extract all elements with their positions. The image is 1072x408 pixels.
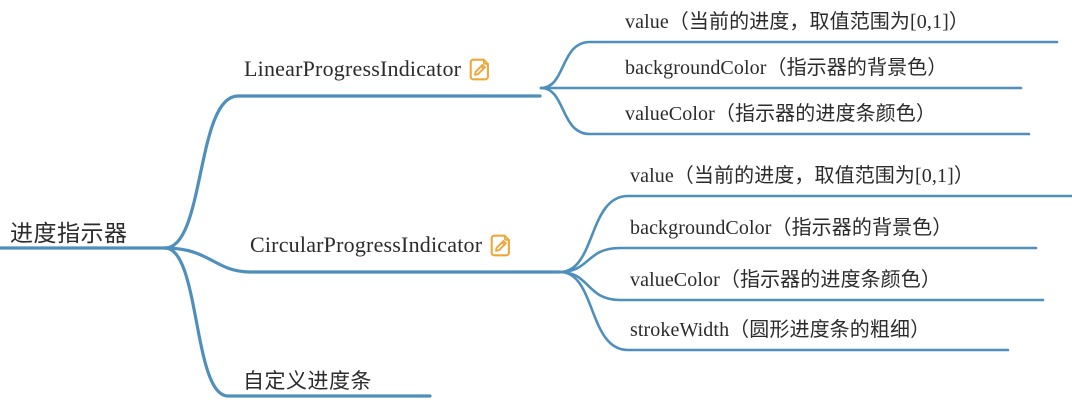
branch-node-circular-label: CircularProgressIndicator xyxy=(250,231,483,257)
leaf-circular-backgroundcolor[interactable]: backgroundColor（指示器的背景色） xyxy=(630,217,953,239)
leaf-linear-backgroundcolor[interactable]: backgroundColor（指示器的背景色） xyxy=(625,57,948,79)
edit-note-icon[interactable] xyxy=(489,233,514,258)
edit-note-icon[interactable] xyxy=(468,57,493,82)
leaf-circular-value[interactable]: value（当前的进度，取值范围为[0,1]） xyxy=(630,165,974,187)
branch-node-circular[interactable]: CircularProgressIndicator xyxy=(250,232,514,257)
branch-node-linear-label: LinearProgressIndicator xyxy=(244,55,462,81)
branch-node-linear[interactable]: LinearProgressIndicator xyxy=(244,56,493,81)
leaf-circular-strokewidth[interactable]: strokeWidth（圆形进度条的粗细） xyxy=(630,319,931,341)
leaf-circular-valuecolor[interactable]: valueColor（指示器的进度条颜色） xyxy=(630,269,941,291)
branch-line-linear xyxy=(163,94,542,250)
leaf-linear-value[interactable]: value（当前的进度，取值范围为[0,1]） xyxy=(625,11,969,33)
branch-node-custom[interactable]: 自定义进度条 xyxy=(243,370,372,393)
root-node-label[interactable]: 进度指示器 xyxy=(10,220,128,246)
leaf-linear-valuecolor[interactable]: valueColor（指示器的进度条颜色） xyxy=(625,103,936,125)
